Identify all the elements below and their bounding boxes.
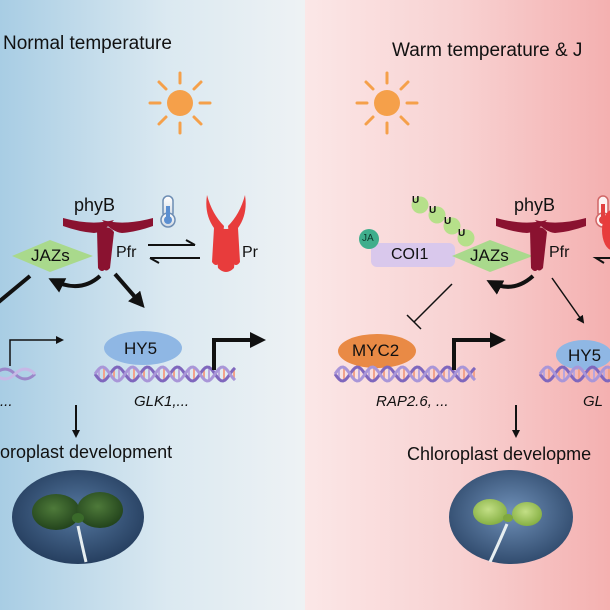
ubiquitin-chain <box>411 196 475 247</box>
ubiquitin <box>457 229 475 247</box>
arrow-phyb-to-hy5 <box>551 277 585 324</box>
coi1-protein <box>371 243 455 267</box>
inhibition-bar <box>406 314 422 330</box>
sun-icon <box>355 71 419 135</box>
hy5-label: HY5 <box>568 346 602 365</box>
phyb-pfr-protein <box>496 218 586 271</box>
ubiquitin <box>443 217 461 235</box>
hy5-protein <box>556 340 610 370</box>
curved-arrow <box>48 274 102 293</box>
jazs-label: JAZs <box>470 246 509 265</box>
ubiquitin-label: U <box>458 228 466 239</box>
left-panel-title: Normal temperature <box>3 33 172 54</box>
hy5-label: HY5 <box>124 339 158 358</box>
phyb-pr-protein <box>206 195 246 272</box>
transcription-arrow-rap26 <box>452 332 506 370</box>
seedling-image <box>449 470 573 564</box>
equilibrium-arrows <box>148 239 200 264</box>
ubiquitin-label: U <box>444 216 452 227</box>
myc2-label: MYC2 <box>352 341 400 360</box>
curved-arrow <box>486 274 535 295</box>
myc2-protein <box>338 334 416 368</box>
jazs-protein <box>452 240 533 272</box>
inhibition-arrow <box>413 283 453 323</box>
ubiquitin <box>411 196 429 214</box>
phyb-pr-protein <box>602 210 610 250</box>
jazs-label: JAZs <box>31 246 70 265</box>
ja-molecule <box>359 229 379 249</box>
ja-label: JA <box>362 233 374 244</box>
thermometer-icon <box>160 195 176 228</box>
ubiquitin <box>428 206 446 224</box>
phyb-label: phyB <box>514 195 556 215</box>
phyb-pfr-protein <box>63 218 153 271</box>
left-gene-label: ... <box>0 393 13 410</box>
sun-icon <box>148 71 212 135</box>
glk-gene-label: GL <box>583 393 604 410</box>
right-outcome-label: Chloroplast developme <box>407 444 592 464</box>
glk1-gene-label: GLK1,... <box>134 393 190 410</box>
pfr-label: Pfr <box>116 244 137 261</box>
transcription-arrow-glk1 <box>212 332 266 370</box>
rap26-gene-label: RAP2.6, ... <box>376 393 449 410</box>
dna-helix-glk <box>538 365 610 383</box>
right-panel-title: Warm temperature & J <box>392 40 583 61</box>
dna-helix-glk1 <box>93 365 237 383</box>
coi1-label: COI1 <box>391 246 429 263</box>
arrow-phyb-to-hy5 <box>113 272 145 309</box>
ubiquitin-label: U <box>429 205 437 216</box>
pfr-label: Pfr <box>549 244 570 261</box>
ubiquitin-label: U <box>412 195 420 206</box>
dna-helix-rap26 <box>333 365 477 383</box>
seedling-image <box>12 470 144 564</box>
pr-label: Pr <box>242 244 258 261</box>
transcription-arrow-left <box>9 336 64 366</box>
hy5-protein <box>104 331 182 365</box>
phyb-label: phyB <box>74 195 116 215</box>
left-outcome-label: oroplast development <box>0 442 173 462</box>
arrow-jazs-left <box>0 274 32 304</box>
dna-helix-left <box>0 367 37 381</box>
jazs-protein <box>12 240 93 272</box>
equilibrium-arrows <box>592 257 610 264</box>
